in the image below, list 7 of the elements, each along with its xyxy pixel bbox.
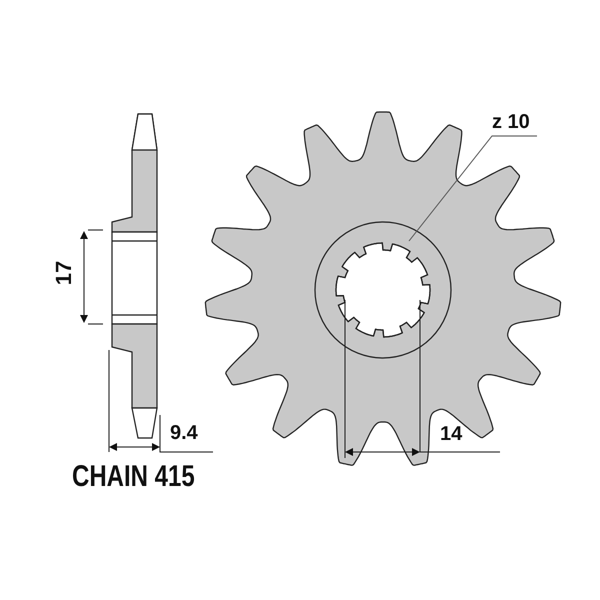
- leader-line: [408, 136, 538, 242]
- chain-size-label: CHAIN 415: [72, 462, 195, 492]
- dimension-value: 17: [53, 260, 76, 286]
- dimension-value: 9.4: [170, 423, 198, 443]
- dimension-value: 14: [440, 424, 462, 444]
- splined-bore: [335, 242, 431, 338]
- callout-label: z 10: [492, 112, 530, 132]
